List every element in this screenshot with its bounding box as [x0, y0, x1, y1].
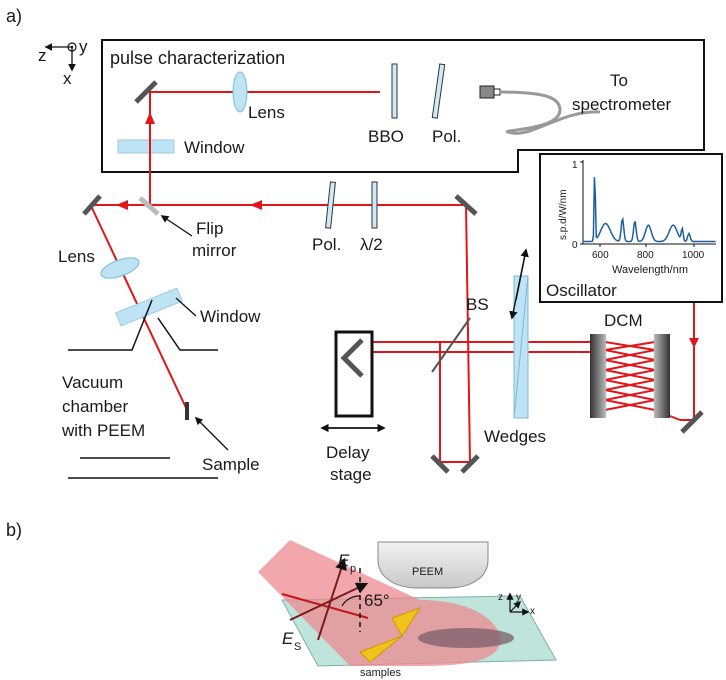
dcm-mirror-right: [654, 334, 670, 418]
mirror-top-right: [454, 194, 478, 216]
sample-bowtie-bottom: [359, 635, 403, 663]
peem-label: PEEM: [412, 566, 443, 578]
ep-label: E: [338, 551, 350, 570]
angle-arc: [341, 595, 361, 607]
axis-b-y: y: [516, 592, 521, 603]
fiber-coupler: [479, 85, 495, 99]
sample-pointer: [194, 416, 229, 451]
axis-b-z: z: [498, 592, 503, 603]
peem-objective: [377, 541, 489, 589]
beam-splitter: [431, 317, 471, 373]
mirror-bottom-v-left: [430, 454, 450, 474]
window-box-label: Window: [184, 138, 245, 157]
dcm-label: DCM: [604, 311, 643, 330]
panel-b-label: b): [6, 520, 22, 540]
beam-spot: [418, 628, 514, 648]
vacuum-label-3: with PEEM: [61, 421, 145, 440]
pulse-characterization-title: pulse characterization: [110, 48, 285, 68]
oscillator-label: Oscillator: [546, 281, 617, 300]
polarizer-mid-label: Pol.: [312, 235, 341, 254]
osc-ytick-1: 1: [572, 160, 578, 171]
mirror-top-left: [82, 194, 102, 216]
vacuum-label-1: Vacuum: [62, 373, 123, 392]
window-left-pointer: [175, 297, 197, 317]
es-label: E: [282, 629, 294, 648]
osc-xtick-800: 800: [637, 250, 654, 261]
half-waveplate-label: λ/2: [360, 235, 383, 254]
vacuum-chamber: [68, 299, 218, 479]
axes-indicator-b: [506, 592, 530, 616]
axes-indicator-a: z y x: [38, 37, 88, 88]
lens-box: [232, 71, 248, 113]
bbo-label: BBO: [368, 127, 404, 146]
flip-mirror-label-2: mirror: [192, 241, 237, 260]
vacuum-label-2: chamber: [62, 397, 128, 416]
flip-mirror-pointer: [160, 215, 193, 237]
samples-label: samples: [360, 667, 401, 679]
panel-a-label: a): [6, 6, 22, 26]
polarizer-box: [431, 63, 446, 119]
polarizer-box-label: Pol.: [432, 127, 461, 146]
dcm-mirror-left: [590, 334, 606, 418]
osc-ytick-0: 0: [572, 240, 578, 251]
to-label: To: [610, 71, 628, 90]
delay-stage: [334, 330, 374, 418]
es-sub: S: [294, 641, 301, 653]
angle-label: 65°: [364, 591, 390, 610]
pulse-characterization-box: [101, 39, 705, 173]
delay-retroreflector: [340, 338, 364, 378]
mirror-box: [134, 80, 158, 104]
sample-bowtie-top: [391, 607, 422, 637]
osc-xtick-600: 600: [592, 250, 609, 261]
polarizer-mid: [325, 181, 336, 229]
axis-y-label: y: [79, 37, 88, 56]
ep-sub: p: [350, 563, 356, 575]
bs-label: BS: [466, 295, 489, 314]
beam-axis-b: [281, 593, 369, 619]
fiber-tip: [493, 88, 501, 96]
flip-mirror-label-1: Flip: [196, 219, 223, 238]
osc-ylabel: s.p.d/W/nm: [558, 189, 569, 240]
osc-xtick-1000: 1000: [682, 250, 705, 261]
flip-mirror: [138, 196, 160, 216]
window-box: [117, 139, 175, 154]
mirror-bottom-v-right: [460, 454, 480, 474]
sample-label: Sample: [202, 455, 260, 474]
oscillator-spectrum-plot: [580, 160, 716, 247]
optical-fiber: [499, 90, 601, 135]
lens-left-label: Lens: [58, 247, 95, 266]
window-left-label: Window: [200, 307, 261, 326]
axis-z-label: z: [38, 46, 47, 65]
wedge-arrow-down: [509, 249, 527, 320]
wedge-split: [513, 275, 529, 419]
mirror-bottom-right: [680, 410, 704, 434]
axis-b-x: x: [530, 606, 535, 617]
lens-left: [100, 257, 140, 279]
osc-xlabel: Wavelength/nm: [612, 264, 688, 276]
es-arrow: [289, 582, 369, 621]
spectrometer-label: spectrometer: [572, 95, 672, 114]
delay-label-1: Delay: [326, 443, 370, 462]
oscillator-spectrum-line: [583, 177, 716, 243]
half-waveplate: [371, 181, 378, 229]
oscillator-box: [539, 153, 723, 303]
bbo-crystal: [391, 63, 398, 119]
wedges-label: Wedges: [484, 427, 546, 446]
sample-a: [185, 402, 189, 420]
delay-label-2: stage: [330, 465, 372, 484]
axis-x-label: x: [63, 69, 72, 88]
lens-box-label: Lens: [248, 103, 285, 122]
